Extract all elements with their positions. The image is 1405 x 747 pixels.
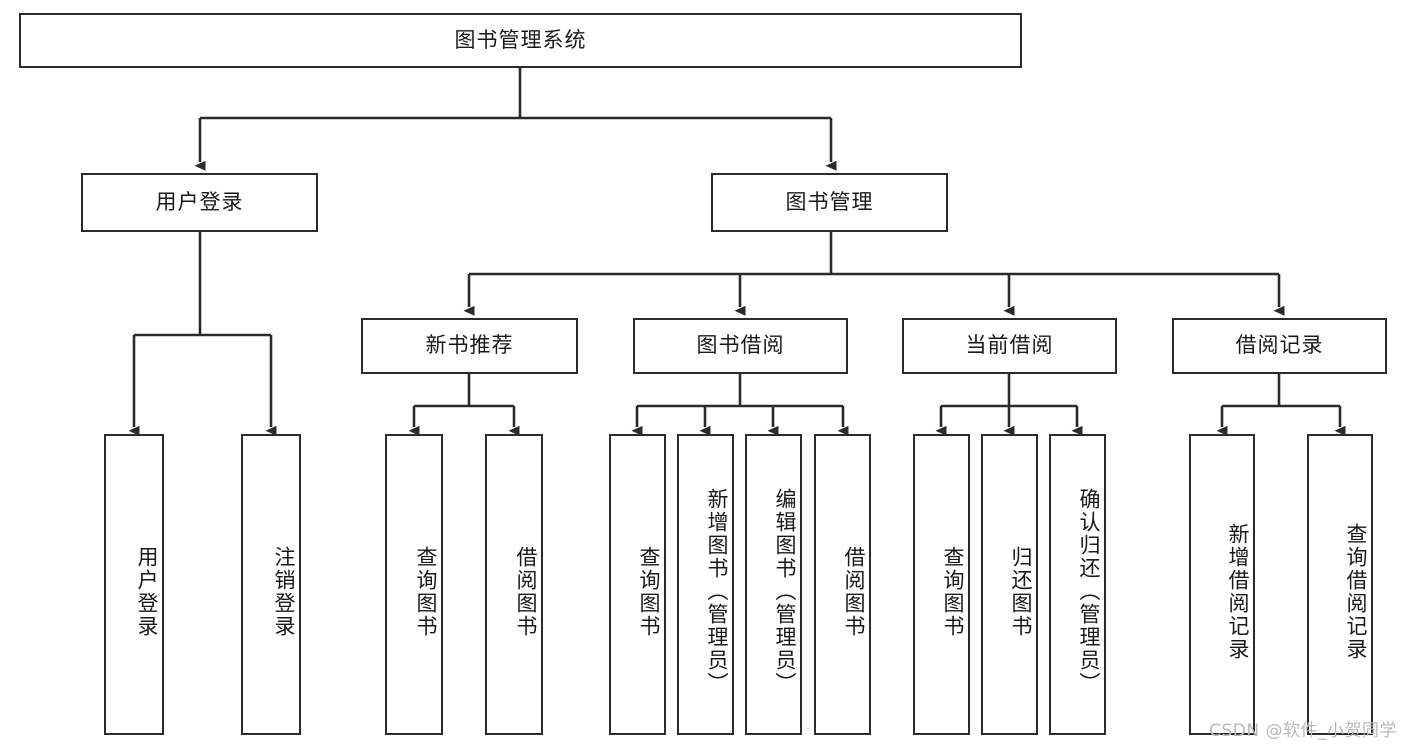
leaf-query-book-3[interactable]: 查询图书 [913, 434, 970, 735]
leaf-return-book-label: 归还图书 [1009, 545, 1033, 638]
leaf-edit-book[interactable]: 编辑图书（管理员） [745, 434, 802, 735]
leaf-add-book[interactable]: 新增图书（管理员） [677, 434, 734, 735]
leaf-user-login[interactable]: 用户登录 [104, 434, 164, 735]
leaf-query-record[interactable]: 查询借阅记录 [1307, 434, 1373, 735]
leaf-user-login-label: 用户登录 [135, 545, 159, 638]
leaf-borrow-book-2-label: 借阅图书 [842, 545, 866, 638]
leaf-add-record-label: 新增借阅记录 [1226, 522, 1250, 661]
node-root-label: 图书管理系统 [454, 27, 587, 52]
node-new-book-recommend[interactable]: 新书推荐 [361, 318, 578, 374]
node-book-management-label: 图书管理 [785, 189, 874, 214]
leaf-return-book[interactable]: 归还图书 [981, 434, 1038, 735]
edge-currentborrow-to-leaves [935, 374, 1083, 436]
edge-root-to-level2 [194, 68, 837, 171]
leaf-query-record-label: 查询借阅记录 [1344, 522, 1368, 661]
node-current-borrow-label: 当前借阅 [965, 333, 1054, 358]
leaf-edit-book-label: 编辑图书（管理员） [773, 488, 797, 695]
leaf-query-book-3-label: 查询图书 [941, 545, 965, 638]
edge-borrowrecord-to-leaves [1216, 374, 1346, 436]
edge-bookmgmt-to-level3 [463, 232, 1285, 316]
leaf-borrow-book-1-label: 借阅图书 [514, 545, 538, 638]
node-current-borrow[interactable]: 当前借阅 [902, 318, 1117, 374]
edge-bookborrow-to-leaves [631, 374, 849, 436]
leaf-query-book-1-label: 查询图书 [414, 545, 438, 638]
leaf-add-record[interactable]: 新增借阅记录 [1189, 434, 1255, 735]
node-user-login-label: 用户登录 [155, 189, 244, 214]
leaf-query-book-2[interactable]: 查询图书 [609, 434, 666, 735]
node-borrow-record-label: 借阅记录 [1235, 333, 1324, 358]
node-root[interactable]: 图书管理系统 [19, 13, 1022, 68]
watermark: CSDN @软件_小贺同学 [1209, 721, 1397, 741]
node-book-borrow[interactable]: 图书借阅 [633, 318, 848, 374]
leaf-query-book-1[interactable]: 查询图书 [385, 434, 443, 735]
node-new-book-recommend-label: 新书推荐 [425, 333, 514, 358]
node-borrow-record[interactable]: 借阅记录 [1172, 318, 1387, 374]
node-book-management[interactable]: 图书管理 [711, 173, 948, 232]
edge-newbook-to-leaves [408, 374, 520, 436]
leaf-logout-login-label: 注销登录 [272, 545, 296, 638]
leaf-borrow-book-1[interactable]: 借阅图书 [485, 434, 543, 735]
node-book-borrow-label: 图书借阅 [696, 333, 785, 358]
leaf-logout-login[interactable]: 注销登录 [241, 434, 301, 735]
leaf-confirm-return[interactable]: 确认归还（管理员） [1049, 434, 1106, 735]
node-user-login[interactable]: 用户登录 [81, 173, 318, 232]
leaf-query-book-2-label: 查询图书 [637, 545, 661, 638]
edge-userlogin-to-leaves [128, 232, 277, 436]
leaf-confirm-return-label: 确认归还（管理员） [1077, 488, 1101, 695]
leaf-borrow-book-2[interactable]: 借阅图书 [814, 434, 871, 735]
leaf-add-book-label: 新增图书（管理员） [705, 488, 729, 695]
